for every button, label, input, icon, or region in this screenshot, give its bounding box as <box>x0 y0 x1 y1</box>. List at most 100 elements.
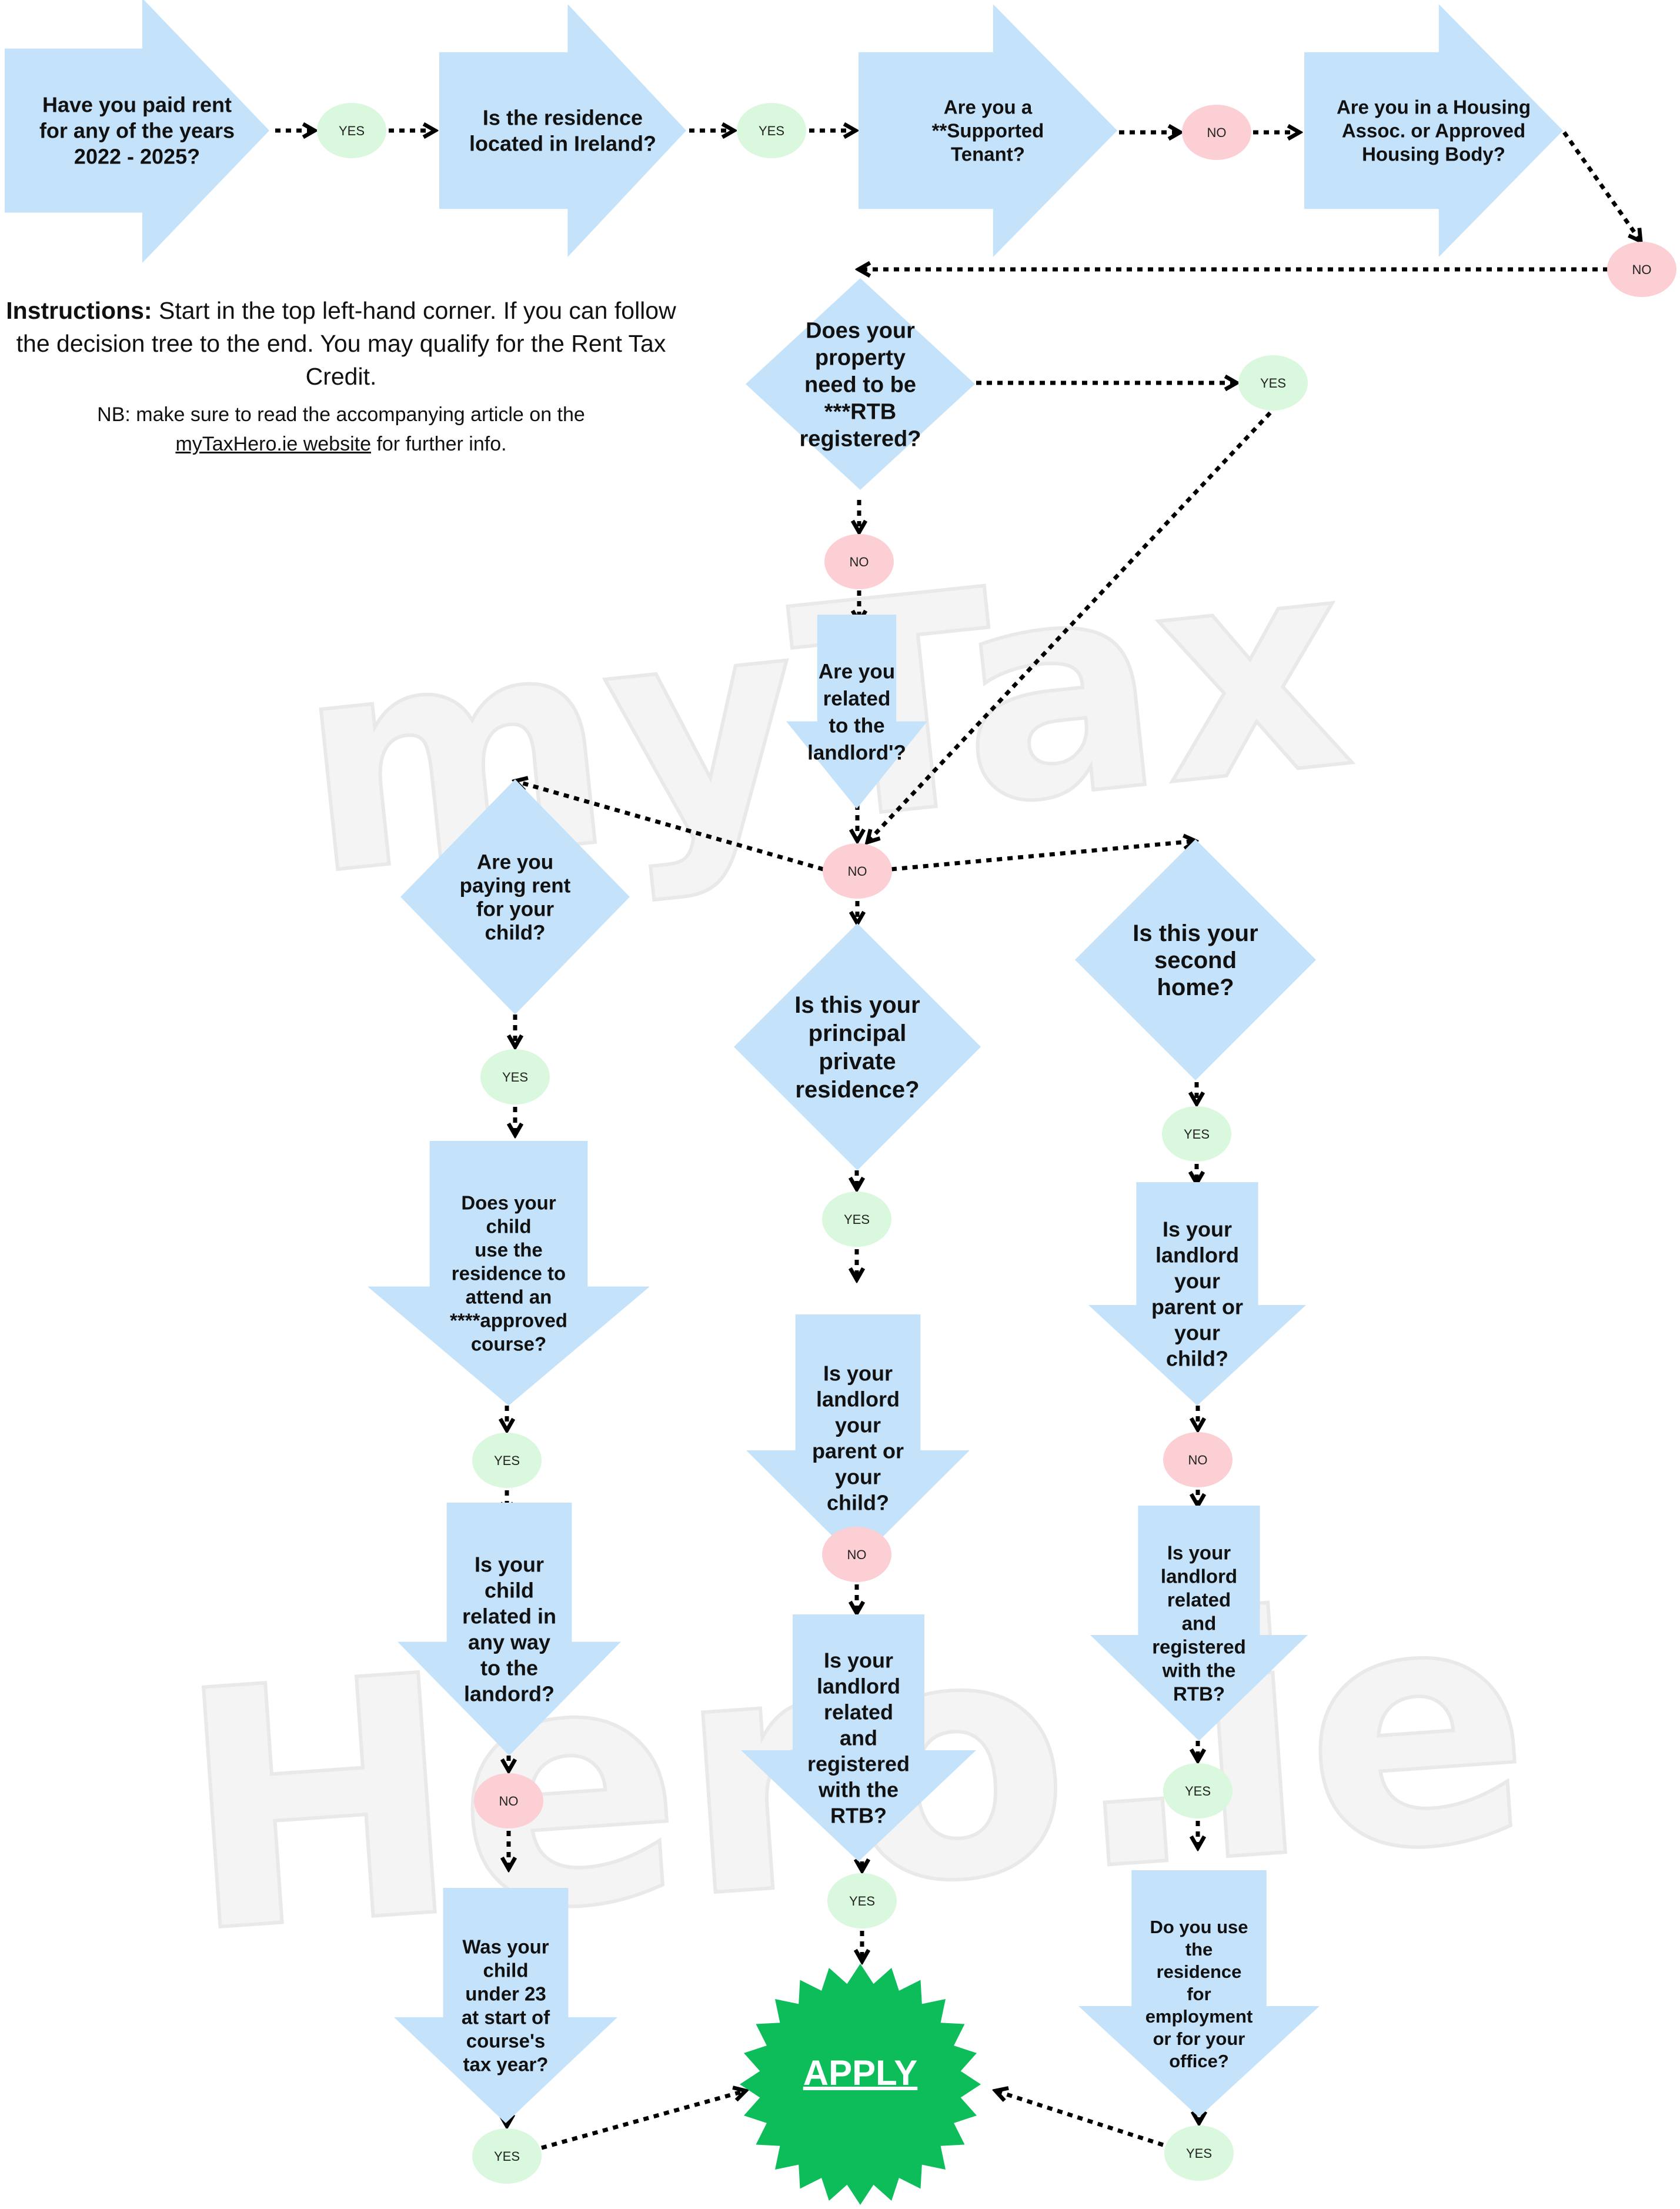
no-answer-badge: NO <box>822 1527 891 1582</box>
question-text-line: at start of <box>462 2007 550 2028</box>
question-text-line: with the <box>818 1778 899 1802</box>
question-text-line: any way <box>468 1630 550 1654</box>
question-text-line: paying rent <box>460 874 571 897</box>
yes-answer-badge: YES <box>480 1049 550 1104</box>
question-text-line: employment <box>1145 2006 1253 2027</box>
yes-answer-badge: YES <box>737 103 806 158</box>
question-text-line: course's <box>466 2030 545 2052</box>
yes-answer-badge: YES <box>1164 2125 1234 2181</box>
instructions-body: Start in the top left-hand corner. If yo… <box>16 297 676 390</box>
question-text-line: Is the residence <box>483 106 643 130</box>
question-text-line: residence to <box>452 1263 566 1284</box>
question-text-line: related <box>824 1700 893 1724</box>
connector-a5-to-a7 <box>867 411 1272 842</box>
no-answer-badge: NO <box>1607 242 1676 297</box>
question-text-line: property <box>815 345 906 370</box>
question-text-line: with the <box>1162 1660 1236 1681</box>
question-text-line: child? <box>827 1491 889 1515</box>
question-text-line: Is your <box>1163 1217 1232 1242</box>
arrow-right-shape <box>439 4 686 257</box>
yes-answer-badge: YES <box>822 1192 891 1247</box>
question-text-line: your <box>1174 1269 1220 1293</box>
question-text-line: landord? <box>464 1682 555 1706</box>
question-text-line: to the <box>480 1656 538 1680</box>
question-text-line: Are you in a Housing <box>1337 96 1531 118</box>
question-text-line: home? <box>1157 975 1234 1000</box>
question-text-line: landlord'? <box>807 741 906 764</box>
no-bubble-shape <box>822 1527 891 1582</box>
no-bubble-shape <box>824 534 894 589</box>
arrow-down-shape <box>1090 1506 1308 1741</box>
yes-answer-badge: YES <box>827 1873 897 1928</box>
nb-note: NB: make sure to read the accompanying a… <box>0 400 682 459</box>
question-text-line: registered? <box>800 426 921 451</box>
yes-answer-label: YES <box>494 1453 520 1468</box>
question-text-line: Was your <box>462 1936 549 1958</box>
yes-bubble-shape <box>822 1192 891 1247</box>
yes-answer-label: YES <box>844 1212 870 1227</box>
yes-answer-label: YES <box>339 124 365 138</box>
connector-a18-to-apply <box>996 2091 1164 2147</box>
no-answer-badge: NO <box>824 534 894 589</box>
question-text-line: landlord <box>1161 1566 1237 1587</box>
no-answer-badge: NO <box>823 843 892 899</box>
question-text-line: office? <box>1169 2051 1229 2071</box>
question-text-line: located in Ireland? <box>469 132 656 156</box>
yes-answer-label: YES <box>502 1070 528 1085</box>
no-answer-label: NO <box>1632 262 1652 277</box>
yes-bubble-shape <box>472 2128 542 2184</box>
question-text-line: for your <box>476 897 555 920</box>
question-text-line: Is this your <box>794 992 920 1018</box>
node-q15: Is yourlandlordrelatedandregisteredwith … <box>1090 1506 1308 1741</box>
question-text-line: RTB? <box>830 1804 887 1828</box>
arrow-down-shape <box>368 1141 650 1406</box>
no-answer-label: NO <box>850 555 869 569</box>
question-text-line: child <box>485 1579 534 1603</box>
yes-answer-label: YES <box>494 2149 520 2164</box>
no-answer-badge: NO <box>1182 105 1251 160</box>
question-text-line: ****approved <box>450 1310 567 1332</box>
yes-answer-label: YES <box>1186 2146 1212 2161</box>
connector-a7-to-q9 <box>891 841 1195 872</box>
yes-answer-badge: YES <box>472 2128 542 2184</box>
node-apply: APPLY <box>740 1964 981 2205</box>
arrow-down-shape <box>394 1888 617 2123</box>
question-text-line: Is this your <box>1133 920 1258 946</box>
no-answer-label: NO <box>1188 1453 1208 1467</box>
yes-answer-badge: YES <box>1163 1763 1233 1818</box>
question-text-line: your <box>835 1465 881 1489</box>
yes-answer-badge: YES <box>1162 1106 1231 1162</box>
question-text-line: to the <box>829 714 884 737</box>
yes-bubble-shape <box>1164 2125 1234 2181</box>
question-text-line: **Supported <box>932 120 1044 142</box>
question-text-line: or for your <box>1153 2028 1245 2049</box>
yes-bubble-shape <box>1163 1763 1233 1818</box>
no-bubble-shape <box>823 843 892 899</box>
arrow-down-shape <box>786 615 927 809</box>
question-text-line: landlord <box>816 1387 900 1412</box>
apply-button-label[interactable]: APPLY <box>803 2053 918 2093</box>
no-bubble-shape <box>1182 105 1251 160</box>
question-text-line: Do you use <box>1150 1917 1248 1937</box>
website-link[interactable]: myTaxHero.ie website <box>175 433 371 455</box>
question-text-line: parent or <box>812 1439 904 1463</box>
yes-bubble-shape <box>737 103 806 158</box>
question-text-line: related <box>1167 1589 1231 1611</box>
question-text-line: and <box>1182 1613 1217 1634</box>
question-text-line: child? <box>1166 1347 1228 1371</box>
question-text-line: second <box>1154 947 1237 973</box>
question-text-line: your <box>835 1413 881 1437</box>
question-text-line: the <box>1185 1939 1213 1960</box>
yes-bubble-shape <box>472 1433 542 1488</box>
